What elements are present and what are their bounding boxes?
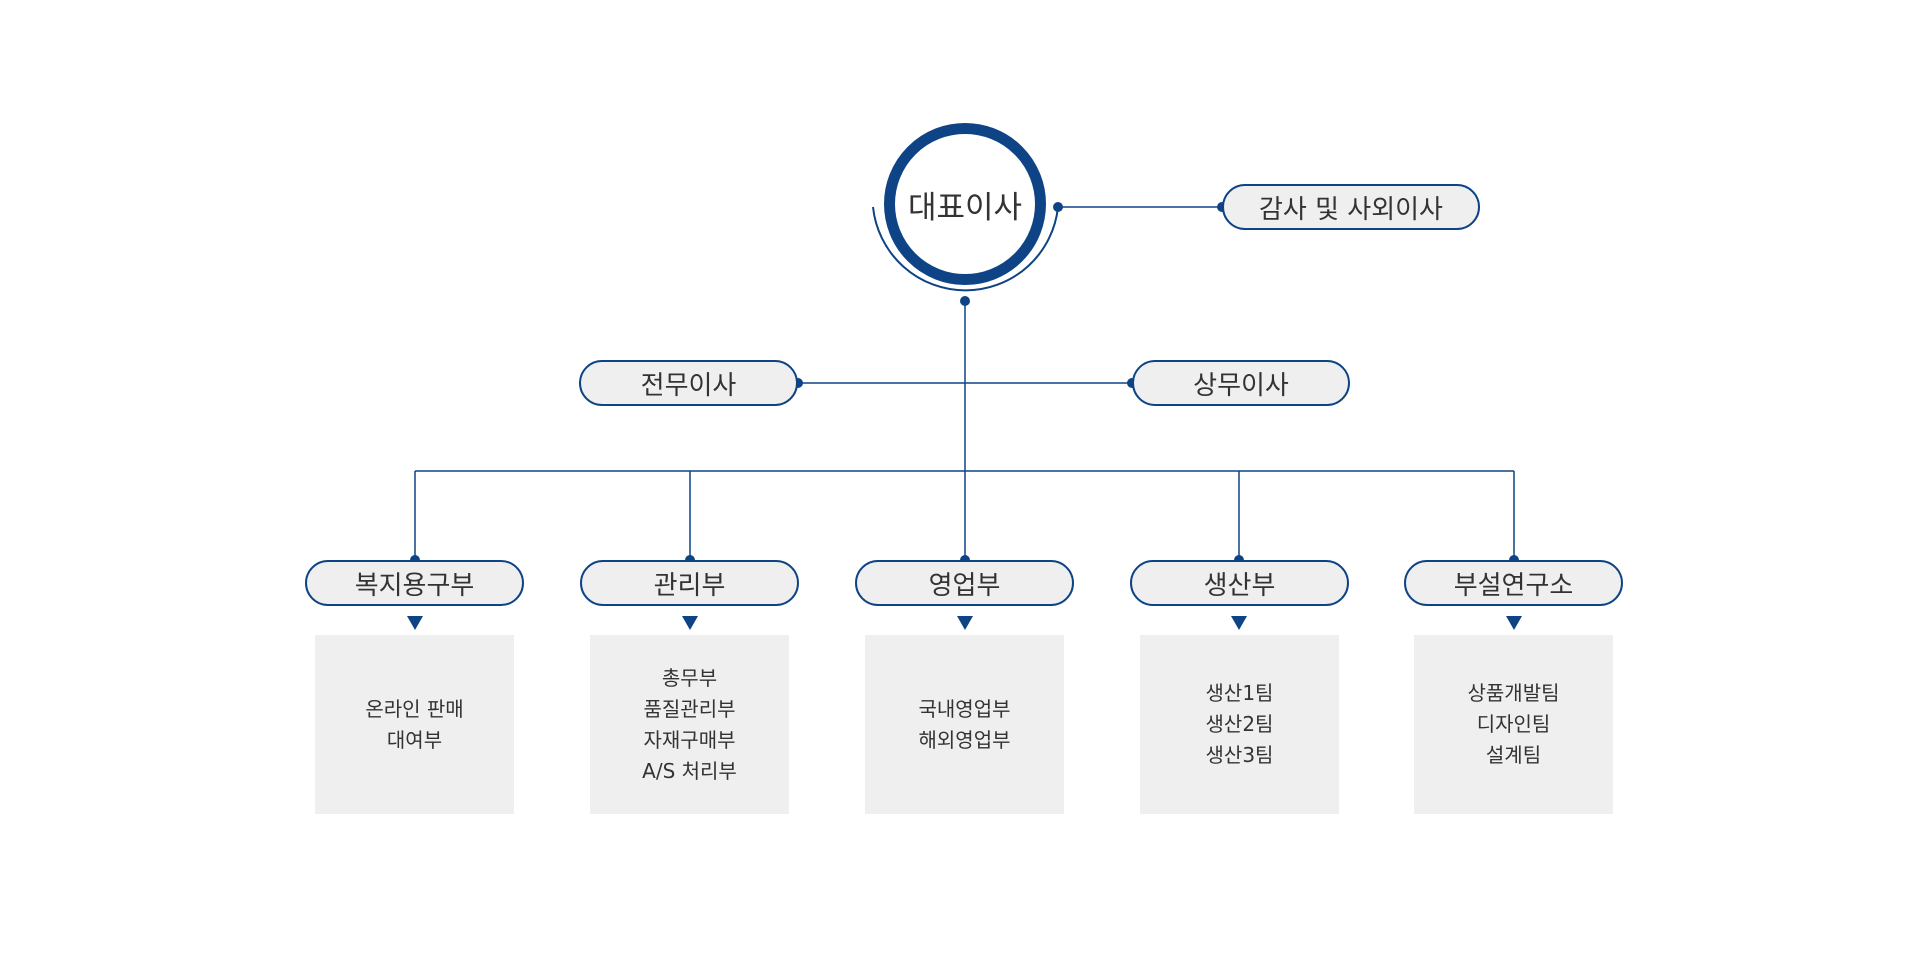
team-box-sales: 국내영업부 해외영업부 [865, 635, 1064, 814]
team-box-management: 총무부 품질관리부 자재구매부 A/S 처리부 [590, 635, 789, 814]
team-label: 국내영업부 [918, 696, 1011, 721]
team-label: A/S 처리부 [642, 758, 737, 783]
auditor-node: 감사 및 사외이사 [1222, 184, 1480, 230]
team-box-welfare: 온라인 판매 대여부 [315, 635, 514, 814]
ceo-label: 대표이사 [907, 189, 1023, 226]
department-node-welfare: 복지용구부 [305, 560, 524, 606]
ceo-node: 대표이사 [884, 123, 1046, 285]
team-label: 대여부 [386, 727, 443, 752]
team-label: 품질관리부 [643, 696, 736, 721]
team-label: 생산2팀 [1205, 712, 1274, 736]
team-box-production: 생산1팀 생산2팀 생산3팀 [1140, 635, 1339, 814]
executive-left-node: 전무이사 [579, 360, 798, 406]
arrow-down-icon [957, 616, 973, 630]
department-node-research: 부설연구소 [1404, 560, 1623, 606]
arrow-down-icon [1231, 616, 1247, 630]
team-label: 설계팀 [1485, 743, 1542, 767]
executive-right-node: 상무이사 [1132, 360, 1350, 406]
department-node-production: 생산부 [1130, 560, 1349, 606]
team-label: 디자인팀 [1476, 712, 1551, 736]
team-label: 해외영업부 [918, 727, 1011, 752]
team-label: 자재구매부 [643, 727, 736, 752]
team-label: 생산3팀 [1205, 743, 1274, 767]
arrow-down-icon [1506, 616, 1522, 630]
team-label: 생산1팀 [1205, 681, 1274, 705]
arrow-down-icon [407, 616, 423, 630]
ceo-outer-arc [872, 206, 1059, 292]
arrow-down-icon [682, 616, 698, 630]
team-label: 온라인 판매 [365, 696, 464, 721]
team-label: 상품개발팀 [1467, 681, 1560, 705]
team-label: 총무부 [661, 665, 718, 690]
department-node-management: 관리부 [580, 560, 799, 606]
team-box-research: 상품개발팀 디자인팀 설계팀 [1414, 635, 1613, 814]
department-node-sales: 영업부 [855, 560, 1074, 606]
